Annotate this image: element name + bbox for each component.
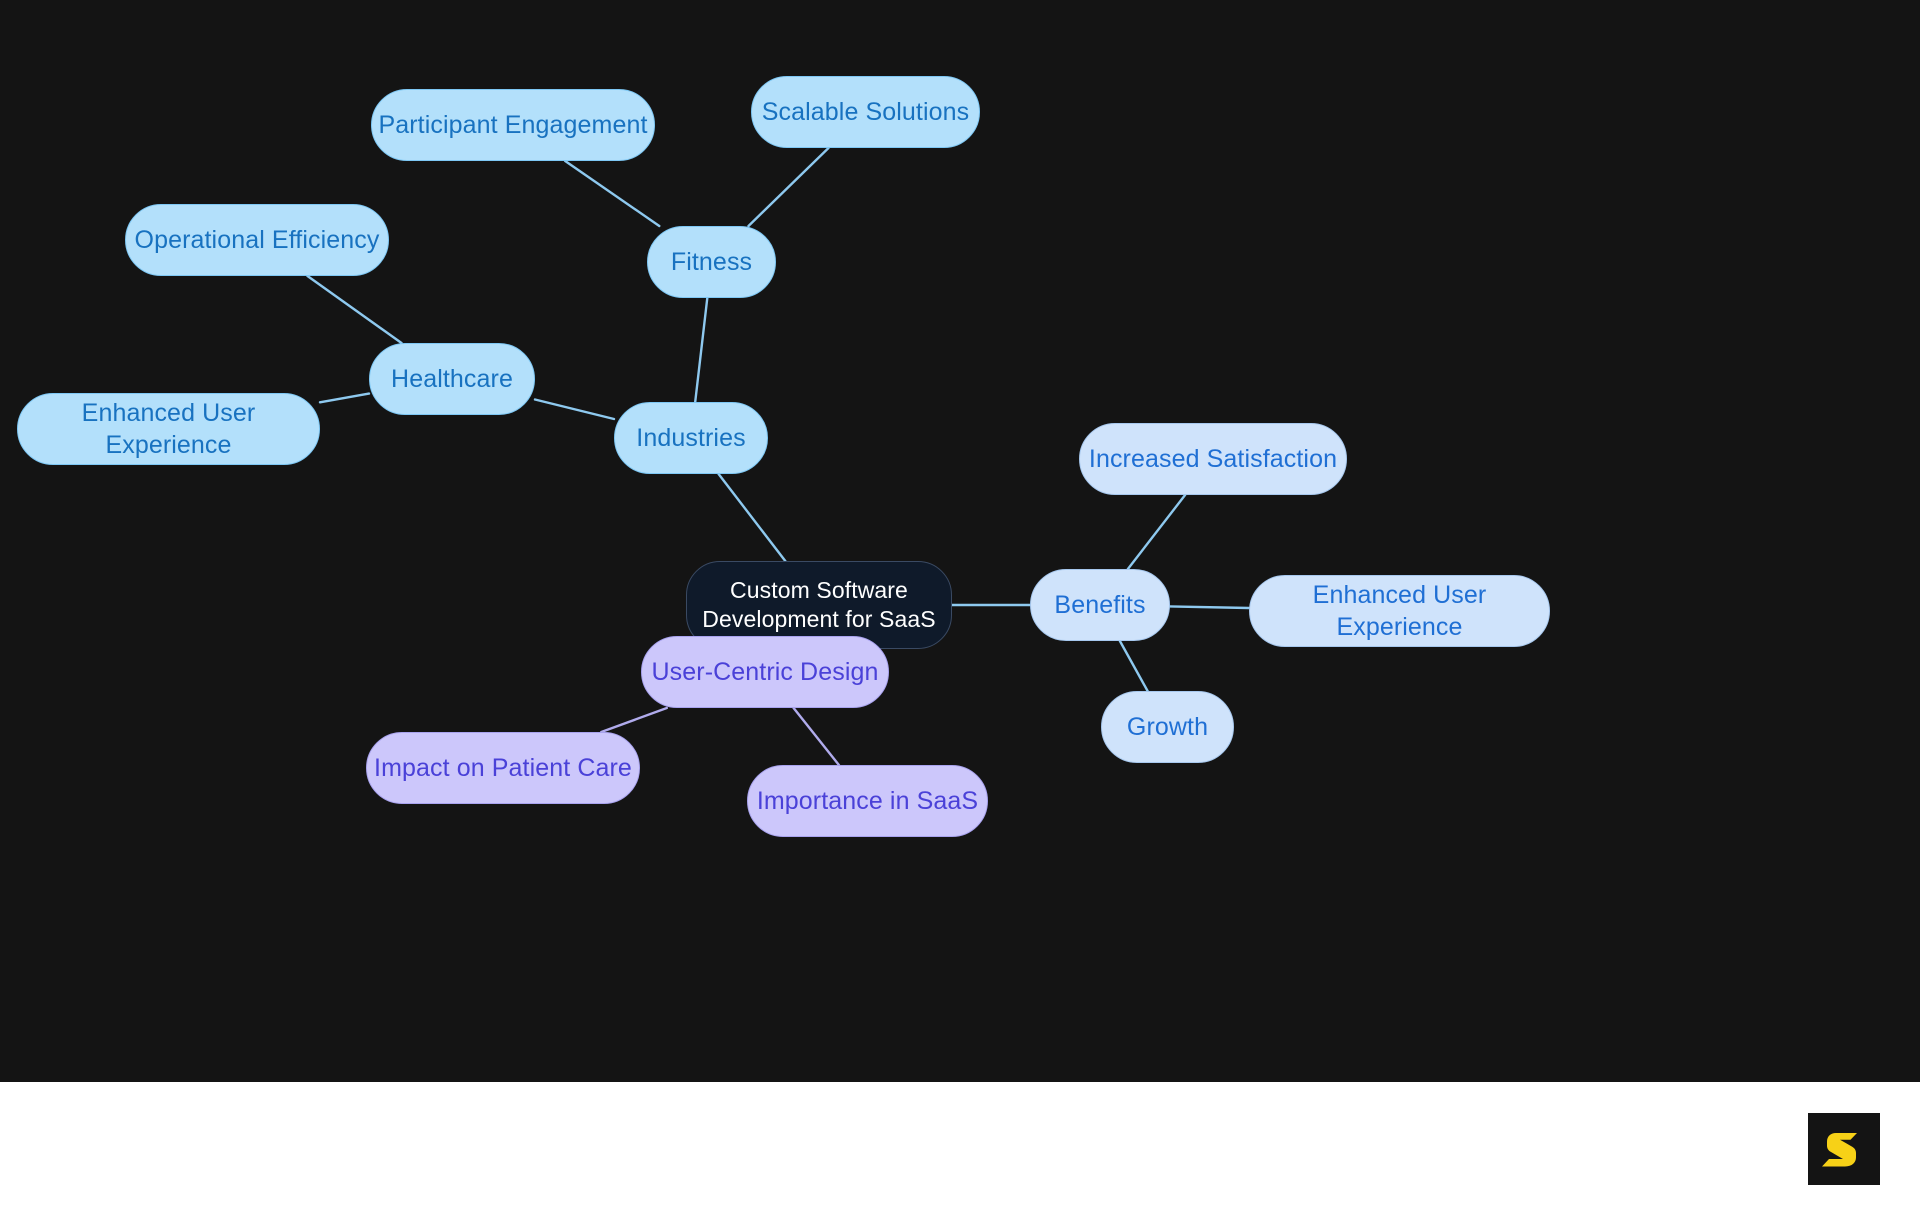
mindmap-node-label: Fitness <box>670 248 753 276</box>
mindmap-edge-ben-eux2 <box>1168 605 1251 610</box>
logo-s-icon <box>1822 1133 1857 1167</box>
mindmap-node-label: Healthcare <box>391 365 513 393</box>
mindmap-node-label: Enhanced User Experience <box>1312 581 1487 641</box>
mindmap-canvas: Custom Software Development for SaaS Indu… <box>0 0 1920 1082</box>
mindmap-node-label: Scalable Solutions <box>761 98 970 126</box>
mindmap-edge-layer <box>306 146 1251 767</box>
mindmap-node-label: Participant Engagement <box>378 111 648 139</box>
mindmap-node-oe[interactable]: Operational Efficiency <box>125 204 389 276</box>
mindmap-node-ben[interactable]: Benefits <box>1030 569 1170 641</box>
mindmap-edge-ben-isat <box>1126 493 1187 571</box>
mindmap-edge-ind-fit <box>694 296 709 404</box>
mindmap-edge-ucd-iis <box>792 706 841 767</box>
mindmap-edge-ucd-iopc <box>600 706 668 734</box>
mindmap-edge-fit-pe <box>564 159 661 228</box>
mindmap-node-label: Custom Software Development for SaaS <box>702 576 936 632</box>
mindmap-node-label: Enhanced User Experience <box>81 399 256 459</box>
mindmap-edge-fit-ss <box>747 146 830 228</box>
mindmap-node-iopc[interactable]: Impact on Patient Care <box>366 732 640 804</box>
mindmap-node-label: User-Centric Design <box>651 658 879 686</box>
mindmap-node-ucd[interactable]: User-Centric Design <box>641 636 889 708</box>
mindmap-node-label: Impact on Patient Care <box>374 754 632 782</box>
mindmap-node-ss[interactable]: Scalable Solutions <box>751 76 980 148</box>
mindmap-node-eux2[interactable]: Enhanced User Experience <box>1249 575 1550 647</box>
mindmap-node-grow[interactable]: Growth <box>1101 691 1234 763</box>
mindmap-node-label: Industries <box>636 424 746 452</box>
mindmap-node-label: Growth <box>1126 713 1209 741</box>
mindmap-node-eux1[interactable]: Enhanced User Experience <box>17 393 320 465</box>
mindmap-node-label: Benefits <box>1054 591 1146 619</box>
mindmap-edge-hc-oe <box>306 274 403 345</box>
mindmap-node-isat[interactable]: Increased Satisfaction <box>1079 423 1347 495</box>
brand-logo <box>1808 1113 1880 1185</box>
mindmap-node-hc[interactable]: Healthcare <box>369 343 535 415</box>
mindmap-edge-ind-hc <box>533 398 616 421</box>
mindmap-node-label: Increased Satisfaction <box>1088 445 1338 473</box>
mindmap-edge-hc-eux1 <box>318 392 371 404</box>
mindmap-node-label: Importance in SaaS <box>756 787 979 815</box>
mindmap-node-iis[interactable]: Importance in SaaS <box>747 765 988 837</box>
mindmap-node-fit[interactable]: Fitness <box>647 226 776 298</box>
mindmap-node-root[interactable]: Custom Software Development for SaaS <box>686 561 952 649</box>
mindmap-node-pe[interactable]: Participant Engagement <box>371 89 655 161</box>
mindmap-node-label: Operational Efficiency <box>134 226 380 254</box>
mindmap-edge-ben-grow <box>1118 639 1149 693</box>
mindmap-node-ind[interactable]: Industries <box>614 402 768 474</box>
mindmap-edge-root-ind <box>717 472 787 563</box>
